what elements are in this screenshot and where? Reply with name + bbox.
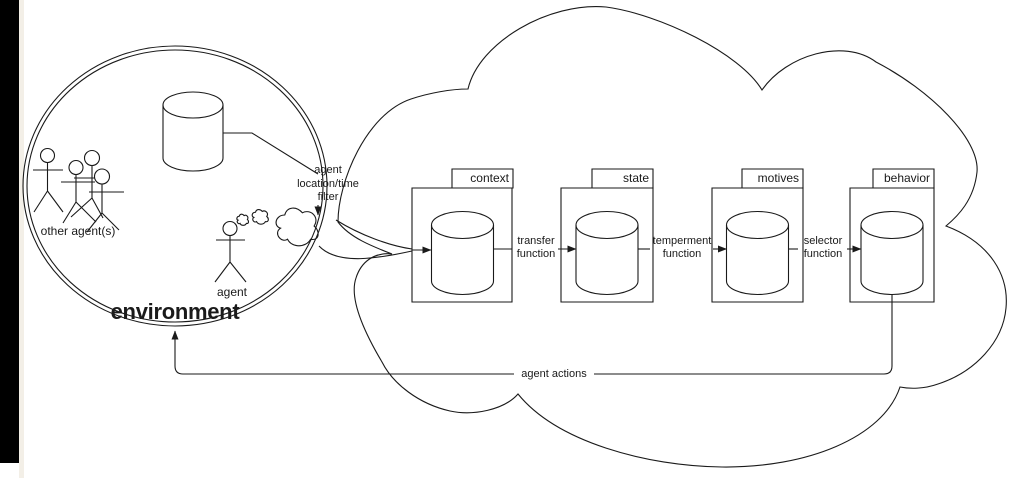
environment-circle — [23, 46, 327, 326]
agent-label: agent — [216, 285, 248, 299]
function-label-line: function — [516, 247, 556, 260]
function-label-line: function — [662, 247, 702, 260]
other-agents-label: other agent(s) — [40, 224, 116, 238]
transfer-function-label: transfer function — [512, 235, 560, 260]
behavior-cylinder-icon — [861, 212, 923, 295]
motives-cylinder-icon — [727, 212, 789, 295]
temperment-function-label: temperment function — [651, 235, 713, 260]
stick-figure-icon — [33, 149, 63, 213]
context-cylinder-icon — [432, 212, 494, 295]
function-label-line: function — [803, 247, 843, 260]
stick-figure-icon — [71, 151, 108, 219]
behavior-box-label: behavior — [883, 171, 930, 185]
state-box-label: state — [622, 171, 649, 185]
cylinder-to-filter-connector — [223, 133, 318, 174]
function-label-line: transfer — [517, 235, 555, 247]
environment-label: environment — [110, 299, 240, 324]
other-agents-figures — [33, 149, 124, 233]
filter-label: agent location/time filter — [283, 164, 373, 205]
filter-label-line: filter — [317, 191, 339, 203]
behavior-box — [850, 169, 934, 302]
thought-bubble-icon — [237, 208, 318, 246]
state-box — [561, 169, 653, 302]
motives-box-label: motives — [757, 171, 799, 185]
context-box — [412, 169, 513, 302]
agent-figure — [215, 222, 246, 283]
stick-figure-icon — [61, 161, 96, 224]
state-cylinder-icon — [576, 212, 638, 295]
left-page-edge — [19, 0, 24, 478]
environment-database-cylinder-icon — [163, 92, 223, 171]
filter-label-line: agent — [314, 164, 342, 176]
selector-function-label: selector function — [797, 235, 849, 260]
filter-funnel-lines — [319, 220, 412, 259]
function-label-line: temperment — [652, 235, 712, 247]
left-black-bar — [0, 0, 19, 463]
cloud-outline — [338, 7, 1006, 467]
agent-actions-arrow — [171, 295, 892, 375]
context-box-label: context — [470, 171, 509, 185]
filter-label-line: location/time — [297, 177, 359, 190]
function-label-line: selector — [803, 235, 843, 247]
agent-actions-label: agent actions — [514, 367, 594, 381]
motives-box — [712, 169, 803, 302]
stick-figure-icon — [87, 169, 124, 232]
